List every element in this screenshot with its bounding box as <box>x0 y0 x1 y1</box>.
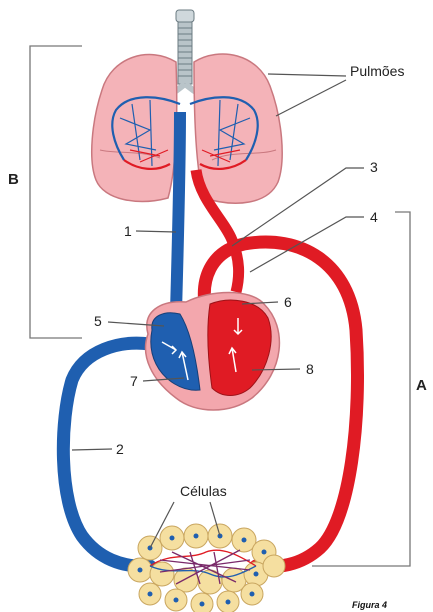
label-1: 1 <box>124 224 132 238</box>
label-a: A <box>416 378 427 393</box>
figure-caption: Figura 4 <box>352 600 387 610</box>
label-celulas: Células <box>180 484 227 498</box>
label-6: 6 <box>284 295 292 309</box>
leader-pulmoes-right <box>276 80 346 116</box>
leader-2 <box>72 449 112 450</box>
leader-1 <box>136 231 176 232</box>
leader-pulmoes-left <box>268 74 346 76</box>
label-4: 4 <box>370 210 378 224</box>
bracket-b <box>30 46 82 338</box>
label-2: 2 <box>116 442 124 456</box>
right-lung <box>194 54 282 203</box>
label-5: 5 <box>94 314 102 328</box>
label-7: 7 <box>130 374 138 388</box>
label-3: 3 <box>370 160 378 174</box>
left-lung <box>92 55 177 202</box>
heart <box>146 293 280 411</box>
label-8: 8 <box>306 362 314 376</box>
pulmonary-artery <box>176 112 180 312</box>
label-pulmoes: Pulmões <box>350 64 404 78</box>
label-b: B <box>8 172 19 187</box>
